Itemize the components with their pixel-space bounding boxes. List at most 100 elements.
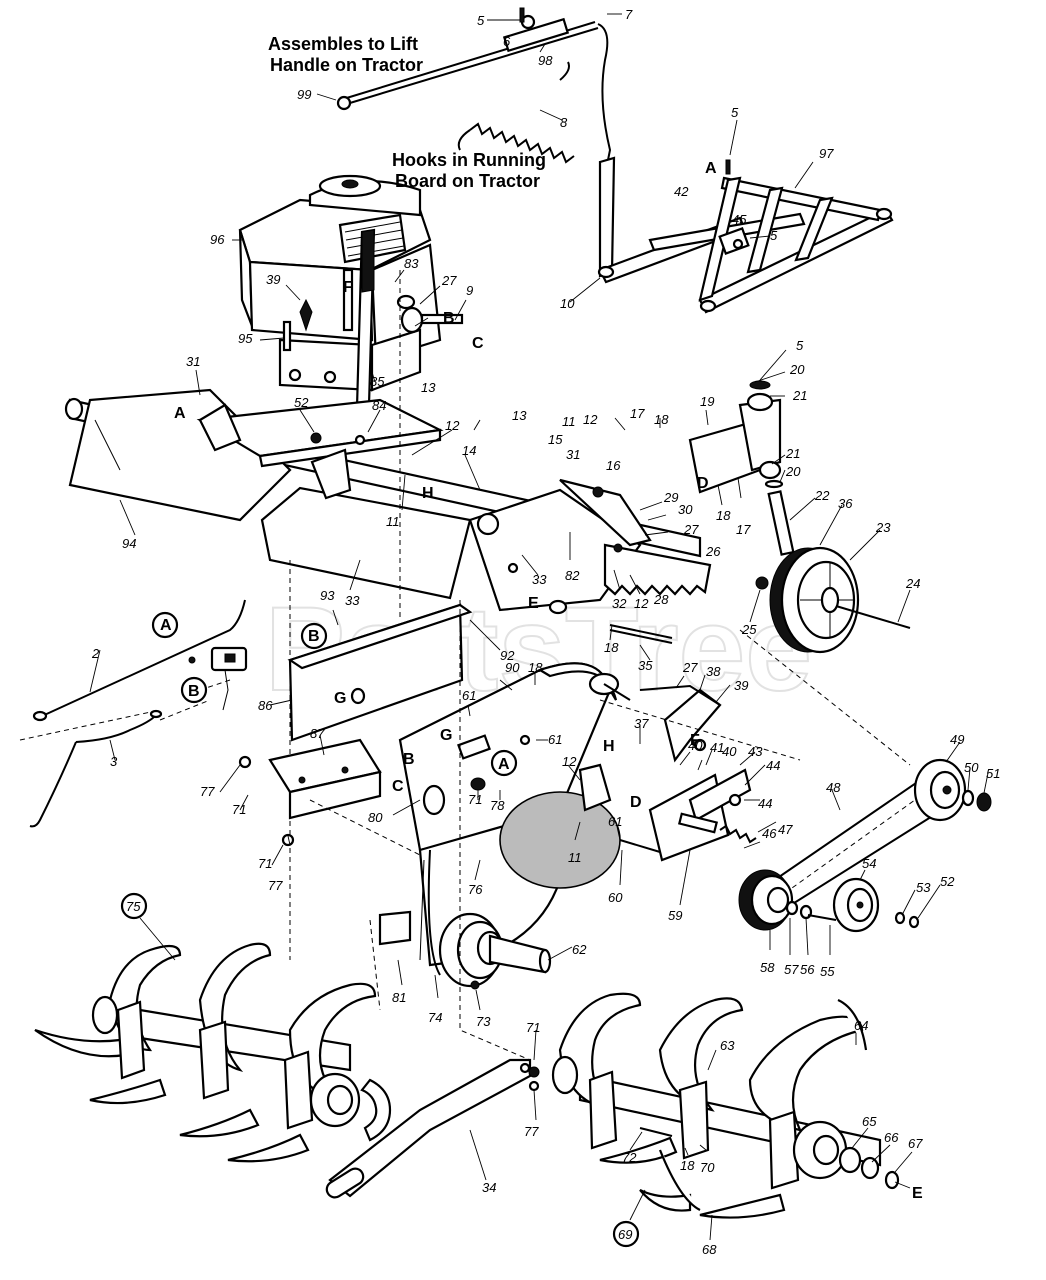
note-running-board-2: Board on Tractor <box>395 171 540 191</box>
spring-8 <box>469 122 575 164</box>
part-number-label: 65 <box>862 1114 877 1129</box>
part-number-label: 95 <box>238 331 253 346</box>
part-number-label: 6 <box>503 34 511 49</box>
part-number-label: 42 <box>674 184 689 199</box>
part-number-label: 36 <box>838 496 853 511</box>
engine <box>238 174 464 444</box>
part-number-label: 39 <box>266 272 280 287</box>
part-number-label: 51 <box>986 766 1000 781</box>
part-number-label: 18 <box>604 640 619 655</box>
part-number-label: 48 <box>826 780 841 795</box>
part-number-label: 27 <box>682 660 698 675</box>
idler-assembly <box>578 684 757 862</box>
circle-marker-A-1 <box>151 611 179 639</box>
part-number-label: 59 <box>668 908 682 923</box>
part-number-label: 18 <box>680 1158 695 1173</box>
part-number-label: 69 <box>618 1227 632 1242</box>
part-number-label: 98 <box>538 53 553 68</box>
part-number-label: 68 <box>702 1242 717 1257</box>
part-number-label: 47 <box>778 822 793 837</box>
part-number-label: 78 <box>490 798 505 813</box>
part-number-labels: 5 7 6 98 99 8 5 97 42 45 5 10 96 39 83 2… <box>91 7 1000 1257</box>
part-number-label: 62 <box>572 942 587 957</box>
part-number-label: 35 <box>638 658 653 673</box>
part-number-label: 37 <box>634 716 649 731</box>
part-number-label: 66 <box>884 1130 899 1145</box>
part-number-label: 56 <box>800 962 815 977</box>
part-number-label: 94 <box>122 536 136 551</box>
callout-H: H <box>422 485 434 502</box>
bracket-H <box>578 763 612 812</box>
part-number-label: 71 <box>468 792 482 807</box>
part-number-label: 39 <box>734 678 748 693</box>
main-frame <box>64 388 712 644</box>
part-number-label: 86 <box>258 698 273 713</box>
assembly-lines <box>159 270 801 1061</box>
callout-A: A <box>174 405 186 422</box>
part-number-label: 19 <box>700 394 714 409</box>
callout-B-circled: B <box>188 683 200 700</box>
part-number-label: 53 <box>916 880 931 895</box>
bolt-95 <box>282 320 292 352</box>
part-number-label: 38 <box>706 664 721 679</box>
part-number-label: 57 <box>784 962 799 977</box>
part-number-label: 31 <box>186 354 200 369</box>
part-number-label: 76 <box>468 882 483 897</box>
belt-drive <box>738 629 992 933</box>
note-running-board-1: Hooks in Running <box>392 150 546 170</box>
part-number-label: 11 <box>568 850 582 865</box>
part-number-label: 12 <box>562 754 577 769</box>
callout-E: E <box>912 1185 923 1202</box>
wire-2 <box>39 599 246 718</box>
part-number-label: 92 <box>500 648 515 663</box>
circle-marker-69 <box>612 1220 640 1248</box>
part-number-label: 11 <box>386 514 400 529</box>
part-number-label: 96 <box>210 232 225 247</box>
part-number-label: 44 <box>758 796 772 811</box>
part-number-label: 99 <box>297 87 311 102</box>
part-number-label: 58 <box>760 960 775 975</box>
part-number-label: 49 <box>950 732 964 747</box>
part-number-label: 45 <box>732 212 747 227</box>
part-number-label: 80 <box>368 810 383 825</box>
belt-48 <box>759 769 951 916</box>
part-number-label: 31 <box>566 447 580 462</box>
part-number-label: 85 <box>370 374 385 389</box>
shield-93 <box>260 486 472 600</box>
part-number-label: 5 <box>477 13 485 28</box>
idler-arm-38 <box>663 688 722 763</box>
part-number-label: 54 <box>862 856 876 871</box>
part-number-label: 63 <box>720 1038 735 1053</box>
part-number-label: 18 <box>528 660 543 675</box>
part-number-label: 7 <box>625 7 633 22</box>
part-number-label: 18 <box>654 412 669 427</box>
part-number-label: 67 <box>908 1136 923 1151</box>
lift-linkage <box>336 7 612 171</box>
part-99-clip <box>336 95 352 111</box>
callout-B-frame: B <box>403 751 415 768</box>
part-number-label: 13 <box>512 408 527 423</box>
part-number-label: 77 <box>524 1124 539 1139</box>
tine-hub <box>378 910 552 990</box>
callout-D: D <box>630 794 642 811</box>
part-number-label: 17 <box>736 522 751 537</box>
callout-A-circled: A <box>160 617 172 634</box>
part-number-label: 84 <box>372 398 386 413</box>
part-98-sleeve <box>502 17 570 53</box>
part-number-label: 40 <box>722 744 737 759</box>
bolt-35 <box>609 624 673 639</box>
callout-B-circled: B <box>308 628 320 645</box>
part-number-label: 55 <box>820 964 835 979</box>
part-number-label: 27 <box>441 273 457 288</box>
part-number-label: 5 <box>770 228 778 243</box>
callout-D: D <box>697 475 709 492</box>
circle-marker-A-2 <box>490 749 518 777</box>
drag-bar-34 <box>325 1058 532 1199</box>
part-number-label: 26 <box>705 544 721 559</box>
callout-G: G <box>440 727 452 744</box>
part-number-label: 12 <box>634 596 649 611</box>
part-number-label: 97 <box>819 146 834 161</box>
part-number-label: 71 <box>526 1020 540 1035</box>
callout-C: C <box>472 335 484 352</box>
